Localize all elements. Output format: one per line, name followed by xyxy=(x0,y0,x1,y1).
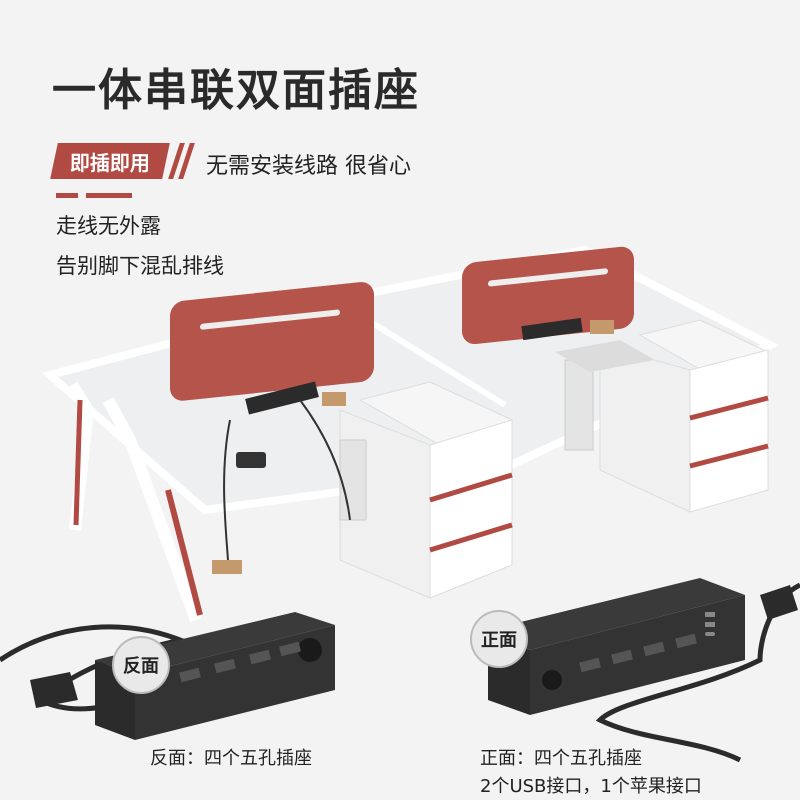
strip-back-outlets xyxy=(179,641,301,683)
desk-outlet-left xyxy=(322,392,346,406)
caption-front-1: 正面：四个五孔插座 xyxy=(480,748,642,769)
desk-leg-right-accent xyxy=(165,489,203,616)
strip-front-hole xyxy=(542,670,562,690)
desk-leg-right xyxy=(102,397,202,623)
cpu-right xyxy=(564,359,594,451)
cabinet-right-front xyxy=(689,349,769,513)
caption-back: 反面：四个五孔插座 xyxy=(150,748,312,769)
desk-strip-right xyxy=(521,317,583,341)
usb-c-port xyxy=(705,632,715,636)
laptop xyxy=(555,340,655,372)
desk-leg-left-accent xyxy=(73,399,83,526)
strip-front-top xyxy=(488,578,745,650)
usb-port-2 xyxy=(705,622,715,627)
phone xyxy=(236,452,266,468)
plug-front xyxy=(760,585,798,620)
desk-strip-left xyxy=(245,381,319,415)
usb-port-1 xyxy=(705,612,715,617)
badge-text: 无需安装线路 很省心 xyxy=(206,154,411,179)
feature-2: 告别脚下混乱排线 xyxy=(56,254,224,278)
badge: 即插即用 xyxy=(50,143,170,179)
cabinet-right-drawer-2 xyxy=(689,443,769,469)
partition-right-slot xyxy=(488,268,608,287)
page-title: 一体串联双面插座 xyxy=(52,65,420,116)
cabinet-left-drawer-1 xyxy=(429,472,513,503)
cabinet-left-drawer-2 xyxy=(429,522,513,553)
floor-outlet xyxy=(212,560,242,574)
caption-front-2: 2个USB接口，1个苹果接口 xyxy=(480,776,702,797)
desk-outlet-right xyxy=(590,320,614,334)
cord-front xyxy=(595,582,800,763)
partition-left-slot xyxy=(200,309,340,330)
badge-slashes xyxy=(168,143,195,179)
cpu-left xyxy=(339,439,367,521)
front-label: 正面 xyxy=(470,610,528,668)
badge-label: 即插即用 xyxy=(70,150,150,175)
plug-back xyxy=(30,672,78,708)
cabinet-right-drawer-1 xyxy=(689,395,769,421)
cable-left xyxy=(223,419,231,561)
cable-mid xyxy=(299,399,351,521)
strip-front-face xyxy=(530,595,745,715)
feature-1: 走线无外露 xyxy=(56,214,161,238)
desk-scene xyxy=(0,245,800,763)
cabinet-left-front xyxy=(429,419,513,599)
strip-back-hole xyxy=(298,638,322,662)
cabinet-right-side xyxy=(599,344,691,513)
back-label: 反面 xyxy=(112,636,170,694)
strip-front-outlets xyxy=(579,633,697,673)
dash-1 xyxy=(56,193,78,198)
dash-2 xyxy=(86,193,132,198)
